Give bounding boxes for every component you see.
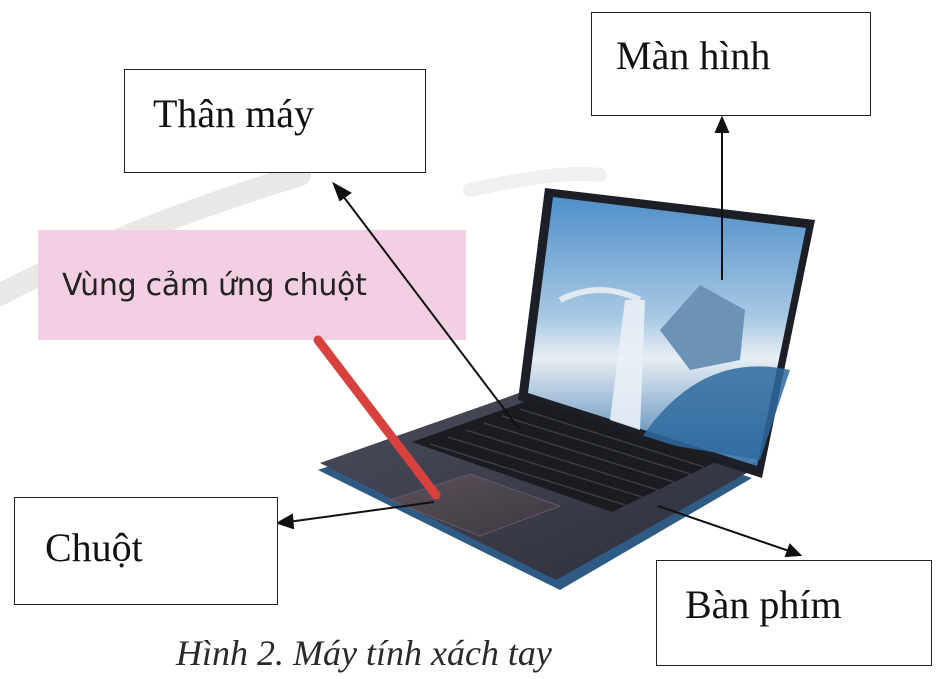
figure-caption: Hình 2. Máy tính xách tay xyxy=(176,633,552,673)
touchpad-region-text: Vùng cảm ứng chuột xyxy=(62,268,367,303)
arrow-ban-phim xyxy=(657,505,803,558)
label-box-than-may: Thân máy xyxy=(124,69,426,173)
label-box-ban-phim: Bàn phím xyxy=(656,560,932,666)
label-ban-phim: Bàn phím xyxy=(685,582,842,627)
label-than-may: Thân máy xyxy=(153,91,315,136)
label-chuot: Chuột xyxy=(45,525,143,570)
label-box-man-hinh: Màn hình xyxy=(591,12,871,116)
keyboard-area xyxy=(412,400,720,512)
arrow-chuot xyxy=(275,501,435,530)
label-box-chuot: Chuột xyxy=(14,497,278,605)
label-man-hinh: Màn hình xyxy=(616,33,771,78)
touchpad-region-label: Vùng cảm ứng chuột xyxy=(38,230,466,340)
arrow-man-hinh xyxy=(714,115,730,280)
arrow-than-may xyxy=(332,181,521,431)
laptop-screen xyxy=(518,188,815,478)
touchpad-pointer-line xyxy=(313,335,441,500)
